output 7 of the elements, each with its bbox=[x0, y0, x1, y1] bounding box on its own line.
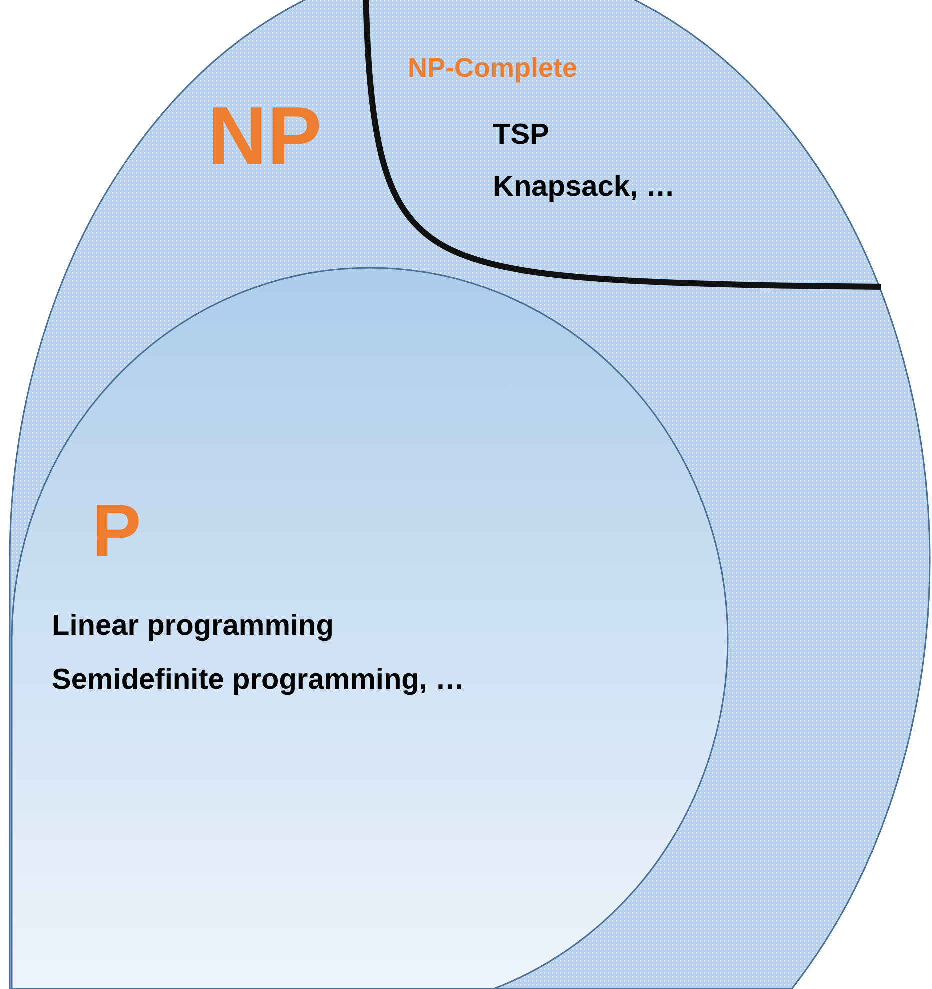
set-label: NP bbox=[208, 92, 322, 182]
problem-example: Linear programming bbox=[52, 611, 334, 643]
problem-example: Semidefinite programming, … bbox=[52, 665, 464, 697]
problem-example: TSP bbox=[493, 120, 550, 152]
problem-example: Knapsack, … bbox=[493, 172, 676, 204]
set-label: P bbox=[92, 490, 142, 572]
set-label: NP-Complete bbox=[408, 54, 578, 84]
